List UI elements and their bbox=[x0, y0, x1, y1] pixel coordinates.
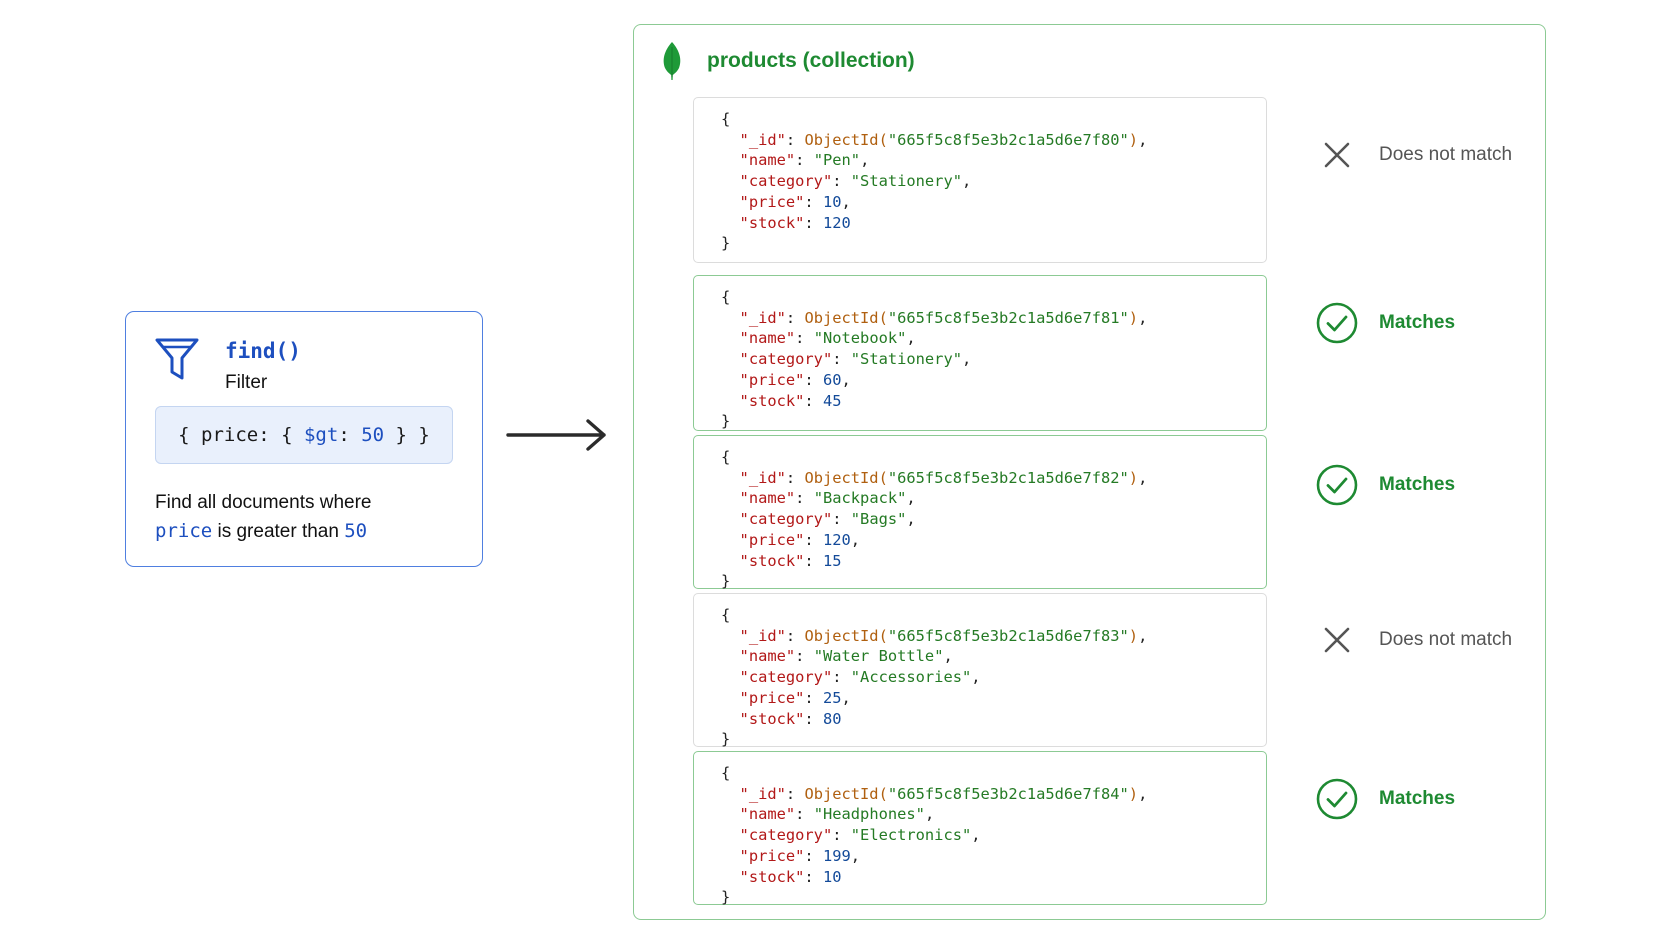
document-card: { "_id": ObjectId("665f5c8f5e3b2c1a5d6e7… bbox=[693, 751, 1267, 907]
doc-stock-value: 15 bbox=[822, 551, 842, 570]
collection-title: products (collection) bbox=[707, 49, 915, 72]
match-status: Does not match bbox=[1315, 618, 1512, 662]
doc-id-value: 665f5c8f5e3b2c1a5d6e7f84 bbox=[897, 784, 1120, 803]
document-card: { "_id": ObjectId("665f5c8f5e3b2c1a5d6e7… bbox=[693, 97, 1267, 263]
doc-id-value: 665f5c8f5e3b2c1a5d6e7f82 bbox=[897, 468, 1120, 487]
doc-id-value: 665f5c8f5e3b2c1a5d6e7f80 bbox=[897, 130, 1120, 149]
match-status: Matches bbox=[1315, 777, 1455, 821]
document-json: { "_id": ObjectId("665f5c8f5e3b2c1a5d6e7… bbox=[721, 606, 1148, 749]
doc-name-value: Backpack bbox=[822, 489, 898, 508]
filter-description-middle: is greater than bbox=[212, 521, 345, 542]
query-colon: : bbox=[338, 424, 362, 446]
check-circle-icon bbox=[1316, 464, 1358, 506]
doc-price-value: 10 bbox=[822, 192, 842, 211]
doc-name-value: Pen bbox=[822, 151, 851, 170]
funnel-icon bbox=[155, 338, 199, 380]
filter-label: Filter bbox=[225, 372, 268, 393]
query-close: } } bbox=[384, 424, 430, 446]
filter-card: find() Filter { price: { $gt: 50 } } Fin… bbox=[125, 311, 483, 567]
document-json: { "_id": ObjectId("665f5c8f5e3b2c1a5d6e7… bbox=[721, 288, 1148, 431]
doc-category-value: Electronics bbox=[860, 826, 962, 845]
collection-panel: products (collection) { "_id": ObjectId(… bbox=[633, 24, 1546, 920]
x-icon bbox=[1324, 142, 1350, 168]
doc-category-value: Bags bbox=[860, 510, 898, 529]
document-json: { "_id": ObjectId("665f5c8f5e3b2c1a5d6e7… bbox=[721, 764, 1148, 907]
query-operator: $gt bbox=[303, 424, 339, 446]
match-status: Matches bbox=[1315, 463, 1455, 507]
document-json: { "_id": ObjectId("665f5c8f5e3b2c1a5d6e7… bbox=[721, 448, 1148, 591]
doc-id-value: 665f5c8f5e3b2c1a5d6e7f83 bbox=[897, 626, 1120, 645]
doc-id-value: 665f5c8f5e3b2c1a5d6e7f81 bbox=[897, 308, 1120, 327]
query-box: { price: { $gt: 50 } } bbox=[155, 406, 453, 464]
match-status-text: Does not match bbox=[1379, 144, 1513, 165]
filter-description-line1: Find all documents where bbox=[155, 492, 372, 513]
filter-description-field: price bbox=[155, 520, 213, 542]
doc-category-value: Stationery bbox=[860, 350, 953, 369]
doc-price-value: 120 bbox=[822, 530, 851, 549]
match-status-text: Matches bbox=[1379, 312, 1456, 333]
document-card: { "_id": ObjectId("665f5c8f5e3b2c1a5d6e7… bbox=[693, 593, 1267, 749]
doc-price-value: 25 bbox=[822, 688, 842, 707]
doc-name-value: Headphones bbox=[822, 805, 916, 824]
doc-category-value: Stationery bbox=[860, 172, 953, 191]
check-circle-icon bbox=[1316, 302, 1358, 344]
doc-category-value: Accessories bbox=[860, 668, 962, 687]
query-value: 50 bbox=[361, 424, 385, 446]
doc-name-value: Notebook bbox=[822, 329, 898, 348]
document-json: { "_id": ObjectId("665f5c8f5e3b2c1a5d6e7… bbox=[721, 110, 1148, 253]
doc-stock-value: 10 bbox=[822, 867, 842, 886]
filter-method-label: find() bbox=[225, 339, 301, 363]
doc-stock-value: 45 bbox=[822, 391, 842, 410]
match-status-text: Matches bbox=[1379, 788, 1456, 809]
filter-description-value: 50 bbox=[344, 520, 368, 542]
doc-stock-value: 80 bbox=[822, 709, 842, 728]
check-circle-icon bbox=[1316, 778, 1358, 820]
x-icon bbox=[1324, 627, 1350, 653]
query-open: { price: { bbox=[178, 424, 304, 446]
match-status: Matches bbox=[1315, 301, 1455, 345]
doc-price-value: 60 bbox=[822, 370, 842, 389]
mongodb-leaf-icon bbox=[663, 42, 681, 80]
doc-stock-value: 120 bbox=[822, 213, 851, 232]
doc-price-value: 199 bbox=[822, 846, 851, 865]
match-status-text: Does not match bbox=[1379, 629, 1513, 650]
doc-name-value: Water Bottle bbox=[822, 647, 935, 666]
arrow-right-icon bbox=[506, 419, 606, 451]
match-status: Does not match bbox=[1315, 133, 1512, 177]
filter-description: Find all documents where price is greater… bbox=[155, 488, 372, 546]
match-status-text: Matches bbox=[1379, 474, 1456, 495]
document-card: { "_id": ObjectId("665f5c8f5e3b2c1a5d6e7… bbox=[693, 275, 1267, 431]
document-card: { "_id": ObjectId("665f5c8f5e3b2c1a5d6e7… bbox=[693, 435, 1267, 591]
